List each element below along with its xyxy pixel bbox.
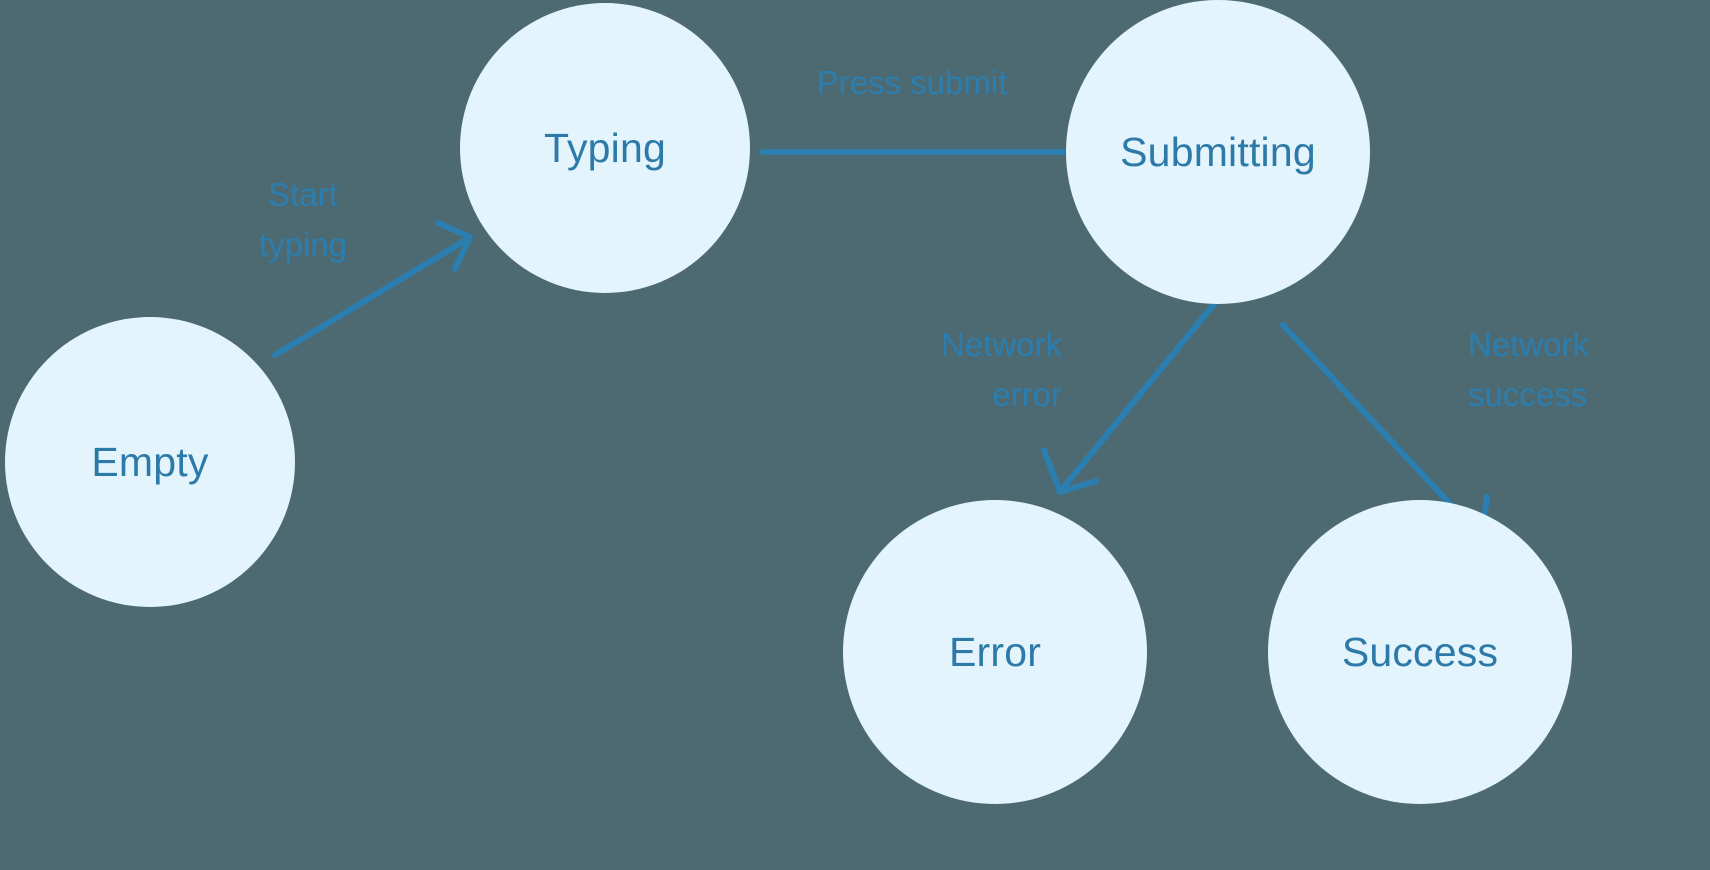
state-node-submitting-label: Submitting (1120, 128, 1316, 175)
state-node-error-label: Error (948, 628, 1042, 675)
edge-line-empty-to-typing (272, 237, 469, 358)
state-node-error[interactable]: Error (843, 500, 1147, 804)
state-node-submitting[interactable]: Submitting (1066, 0, 1370, 304)
state-node-success[interactable]: Success (1268, 500, 1572, 804)
state-node-empty-label: Empty (91, 438, 209, 485)
state-node-success-label: Success (1341, 628, 1499, 675)
edge-line-submitting-to-error (1060, 289, 1227, 491)
arrowhead-submitting-to-error (1041, 447, 1099, 495)
edge-line-submitting-to-success (1280, 322, 1481, 537)
edge-label-press-submit: Press submit (816, 64, 1008, 101)
arrowhead-empty-to-typing (435, 220, 473, 272)
state-node-empty[interactable]: Empty (5, 317, 295, 607)
edge-label-start-typing: Start typing (258, 176, 348, 263)
edge-label-network-success: Network success (1468, 326, 1590, 413)
edge-empty-to-typing (272, 220, 473, 358)
state-node-typing-label: Typing (544, 124, 666, 171)
edge-label-network-error: Network error (940, 326, 1062, 413)
state-node-typing[interactable]: Typing (460, 3, 750, 293)
edge-submitting-to-error (1041, 289, 1227, 495)
